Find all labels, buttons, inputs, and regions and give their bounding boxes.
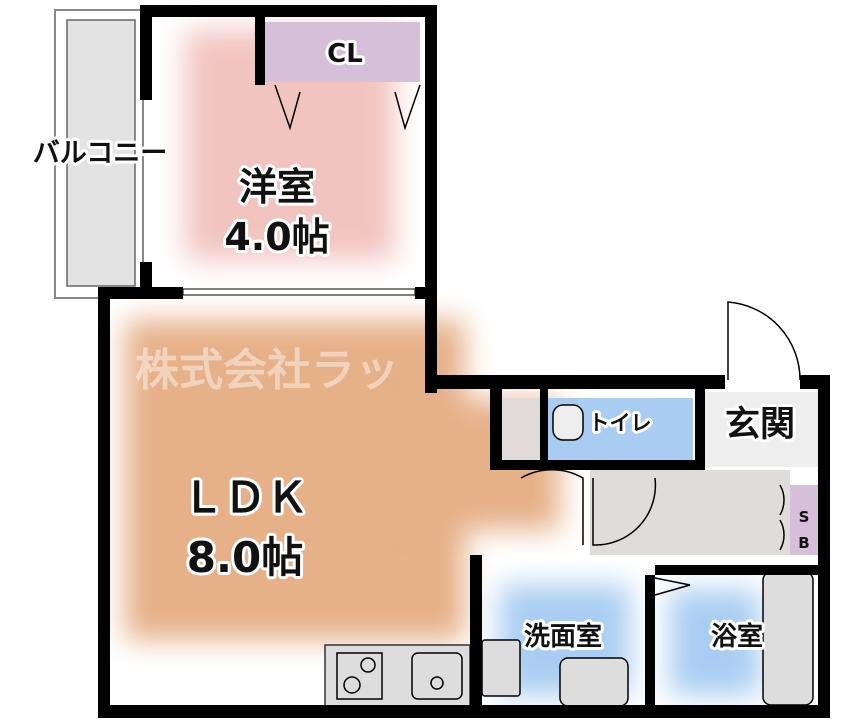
kitchen-counter	[324, 644, 471, 708]
bathroom-floor	[670, 590, 760, 695]
washing-machine	[481, 639, 521, 697]
washbasin	[559, 657, 629, 707]
balcony	[54, 9, 144, 299]
shoe-box-label-s: S	[799, 508, 810, 526]
bathroom-label: 浴室	[711, 621, 763, 652]
closet-label: CL	[327, 39, 363, 69]
ldk-size: 8.0帖	[187, 533, 303, 582]
balcony-label: バルコニー	[33, 138, 167, 169]
western-room-size: 4.0帖	[224, 215, 329, 259]
ldk-name: ＬＤＫ	[182, 473, 308, 522]
shoe-box	[790, 485, 818, 555]
sliding-window	[182, 288, 416, 296]
bathtub	[762, 571, 814, 706]
walls	[98, 5, 830, 718]
toilet-storage	[502, 398, 540, 460]
entrance-label: 玄関	[725, 405, 795, 445]
western-room-name: 洋室	[239, 165, 315, 209]
washroom-label: 洗面室	[524, 621, 602, 652]
entrance-floor	[705, 392, 818, 467]
toilet-label: トイレ	[589, 411, 652, 435]
ldk-floor	[125, 320, 465, 640]
doors	[274, 84, 801, 596]
shoe-box-label-b: B	[798, 534, 809, 552]
watermark: 株式会社ラッ	[135, 345, 399, 396]
closet-area	[265, 22, 420, 82]
toilet-bowl	[552, 404, 584, 441]
hall-floor	[590, 470, 790, 555]
